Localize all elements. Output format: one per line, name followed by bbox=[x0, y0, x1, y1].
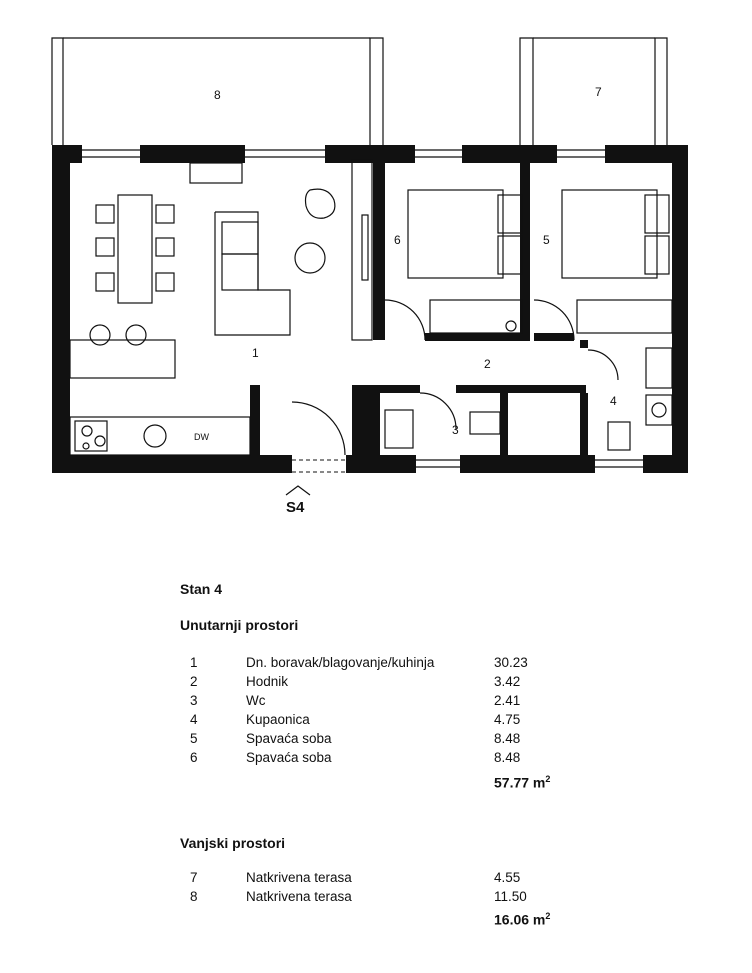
room-label-8: 8 bbox=[214, 88, 221, 102]
row-number: 6 bbox=[190, 750, 198, 765]
table-row: 3 Wc 2.41 bbox=[0, 693, 752, 712]
exterior-total: 16.06 m2 bbox=[494, 911, 550, 928]
dishwasher-label: DW bbox=[194, 432, 209, 442]
row-name: Natkrivena terasa bbox=[246, 889, 352, 904]
row-number: 8 bbox=[190, 889, 198, 904]
room-label-6: 6 bbox=[394, 233, 401, 247]
room-label-1: 1 bbox=[252, 346, 259, 360]
row-name: Dn. boravak/blagovanje/kuhinja bbox=[246, 655, 435, 670]
row-area: 30.23 bbox=[494, 655, 528, 670]
apartment-title: Stan 4 bbox=[180, 581, 223, 597]
row-name: Spavaća soba bbox=[246, 750, 332, 765]
interior-heading: Unutarnji prostori bbox=[180, 617, 299, 633]
row-number: 3 bbox=[190, 693, 198, 708]
interior-total-value: 57.77 m bbox=[494, 774, 546, 791]
unit-superscript: 2 bbox=[545, 774, 551, 784]
table-row: 8 Natkrivena terasa 11.50 bbox=[0, 889, 752, 908]
row-area: 8.48 bbox=[494, 731, 521, 746]
interior-total: 57.77 m2 bbox=[494, 774, 550, 791]
outlines bbox=[51, 37, 673, 496]
row-number: 7 bbox=[190, 870, 198, 885]
table-row: 7 Natkrivena terasa 4.55 bbox=[0, 870, 752, 889]
exterior-total-value: 16.06 m bbox=[494, 911, 546, 928]
row-number: 5 bbox=[190, 731, 198, 746]
table-row: 6 Spavaća soba 8.48 bbox=[0, 750, 752, 769]
room-label-2: 2 bbox=[484, 357, 491, 371]
row-area: 8.48 bbox=[494, 750, 521, 765]
row-area: 3.42 bbox=[494, 674, 521, 689]
row-area: 2.41 bbox=[494, 693, 521, 708]
table-row: 2 Hodnik 3.42 bbox=[0, 674, 752, 693]
floor-plan: 1 2 3 4 5 6 7 8 DW S4 bbox=[51, 37, 688, 516]
row-name: Wc bbox=[246, 693, 266, 708]
row-area: 11.50 bbox=[494, 889, 527, 904]
row-number: 2 bbox=[190, 674, 198, 689]
table-row: 4 Kupaonica 4.75 bbox=[0, 712, 752, 731]
row-name: Hodnik bbox=[246, 674, 289, 689]
walls bbox=[52, 145, 688, 473]
entrance-label: S4 bbox=[286, 499, 305, 516]
table-row: 1 Dn. boravak/blagovanje/kuhinja 30.23 bbox=[0, 655, 752, 674]
row-number: 4 bbox=[190, 712, 198, 727]
room-label-7: 7 bbox=[595, 85, 602, 99]
exterior-heading: Vanjski prostori bbox=[180, 835, 286, 851]
row-area: 4.75 bbox=[494, 712, 521, 727]
entrance-threshold bbox=[292, 459, 346, 473]
row-number: 1 bbox=[190, 655, 198, 670]
row-name: Spavaća soba bbox=[246, 731, 332, 746]
room-label-3: 3 bbox=[452, 423, 459, 437]
room-label-4: 4 bbox=[610, 394, 617, 408]
unit-superscript: 2 bbox=[545, 911, 551, 921]
row-name: Natkrivena terasa bbox=[246, 870, 352, 885]
table-row: 5 Spavaća soba 8.48 bbox=[0, 731, 752, 750]
row-area: 4.55 bbox=[494, 870, 521, 885]
row-name: Kupaonica bbox=[246, 712, 310, 727]
room-labels: 1 2 3 4 5 6 7 8 DW S4 bbox=[194, 85, 617, 516]
room-label-5: 5 bbox=[543, 233, 550, 247]
